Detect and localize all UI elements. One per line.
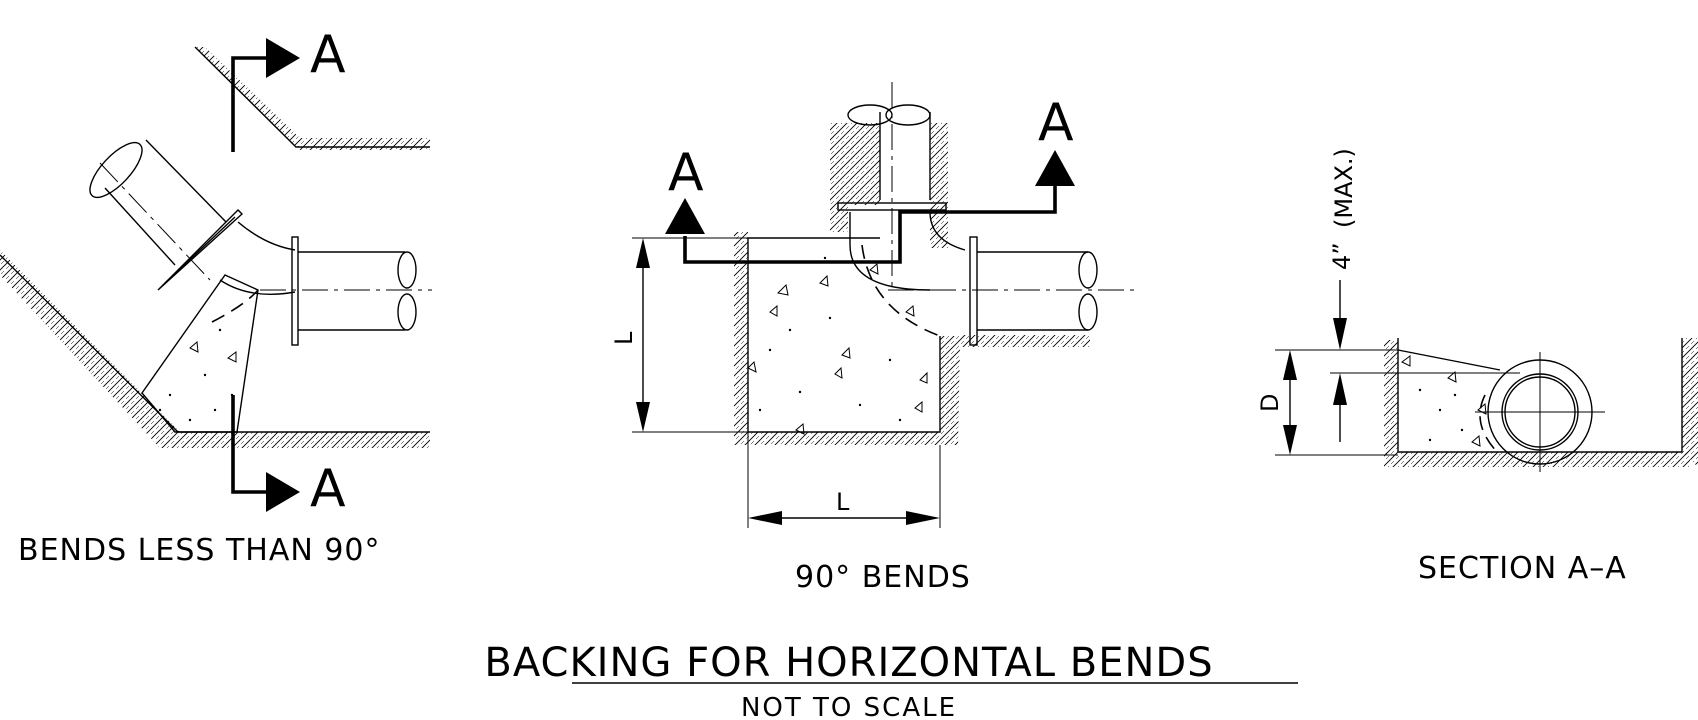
soil-hatch-section-right [1682, 338, 1698, 467]
concrete-stipple-center [747, 256, 928, 435]
dimension-label-clearance: 4” [1328, 242, 1356, 270]
dimension-label-width: L [836, 488, 850, 516]
section-mark-a: A [668, 143, 704, 203]
bend-hidden-line [211, 289, 259, 323]
view-label-90-bends: 90° BENDS [795, 560, 971, 595]
thrust-block-outline [747, 238, 941, 433]
section-mark-a: A [310, 25, 346, 85]
section-cut-bottom-left: A [231, 395, 346, 519]
section-cut-top-left: A [231, 25, 346, 152]
title-block: BACKING FOR HORIZONTAL BENDS NOT TO SCAL… [484, 640, 1298, 720]
soil-hatch-upper-slope [195, 47, 430, 150]
view-90-bends: A A L L 90° BENDS [610, 82, 1140, 595]
dimension-note-max: (MAX.) [1330, 148, 1358, 228]
pipe-elbow-inner [929, 211, 966, 251]
view-label-section-a-a: SECTION A–A [1418, 551, 1627, 586]
concrete-stipple-section [1401, 355, 1487, 447]
section-mark-a: A [310, 459, 346, 519]
dimension-height-l: L [610, 237, 748, 433]
view-label-bends-less-than-90: BENDS LESS THAN 90° [18, 533, 381, 568]
scale-note: NOT TO SCALE [741, 693, 957, 720]
dimension-clearance-4in: 4” (MAX.) [1328, 148, 1520, 442]
dimension-depth-d: D [1256, 349, 1398, 456]
pipe-angled [89, 139, 244, 291]
backing-hidden-arc [1479, 394, 1501, 456]
pipe-bend-curve [237, 221, 296, 251]
view-bends-less-than-90: A A BENDS LESS THAN 90° [0, 25, 432, 568]
pipe-cross-section [1475, 352, 1605, 472]
backing-wedge-top [1397, 349, 1501, 371]
soil-hatch-center [734, 232, 1090, 445]
soil-hatch-riser [830, 123, 880, 232]
dimension-width-l: L [747, 432, 941, 528]
pipe-horizontal-center [888, 236, 1140, 346]
soil-hatch-section-bottom [1384, 452, 1690, 467]
pipe-vertical-riser [837, 82, 947, 290]
drawing-title: BACKING FOR HORIZONTAL BENDS [484, 640, 1213, 686]
ground-line-upper [194, 46, 430, 148]
section-mark-a: A [1038, 93, 1074, 153]
soil-hatch-lower-trench [0, 250, 430, 448]
elbow-hidden-line [861, 244, 941, 337]
soil-hatch-riser-right [930, 123, 948, 248]
soil-hatch-section-left [1384, 340, 1398, 465]
view-section-a-a: D 4” (MAX.) SECTION A–A [1256, 148, 1698, 586]
section-cut-line-center: A A [665, 93, 1075, 264]
dimension-label-height: L [610, 331, 638, 345]
pipe-elbow-outer [849, 212, 931, 291]
thrust-block-angled [141, 274, 259, 433]
pipe-horizontal-left [260, 236, 432, 346]
pipe-bend-curve-inner [219, 279, 296, 295]
concrete-stipple-left [158, 328, 237, 422]
dimension-label-depth: D [1256, 394, 1284, 412]
